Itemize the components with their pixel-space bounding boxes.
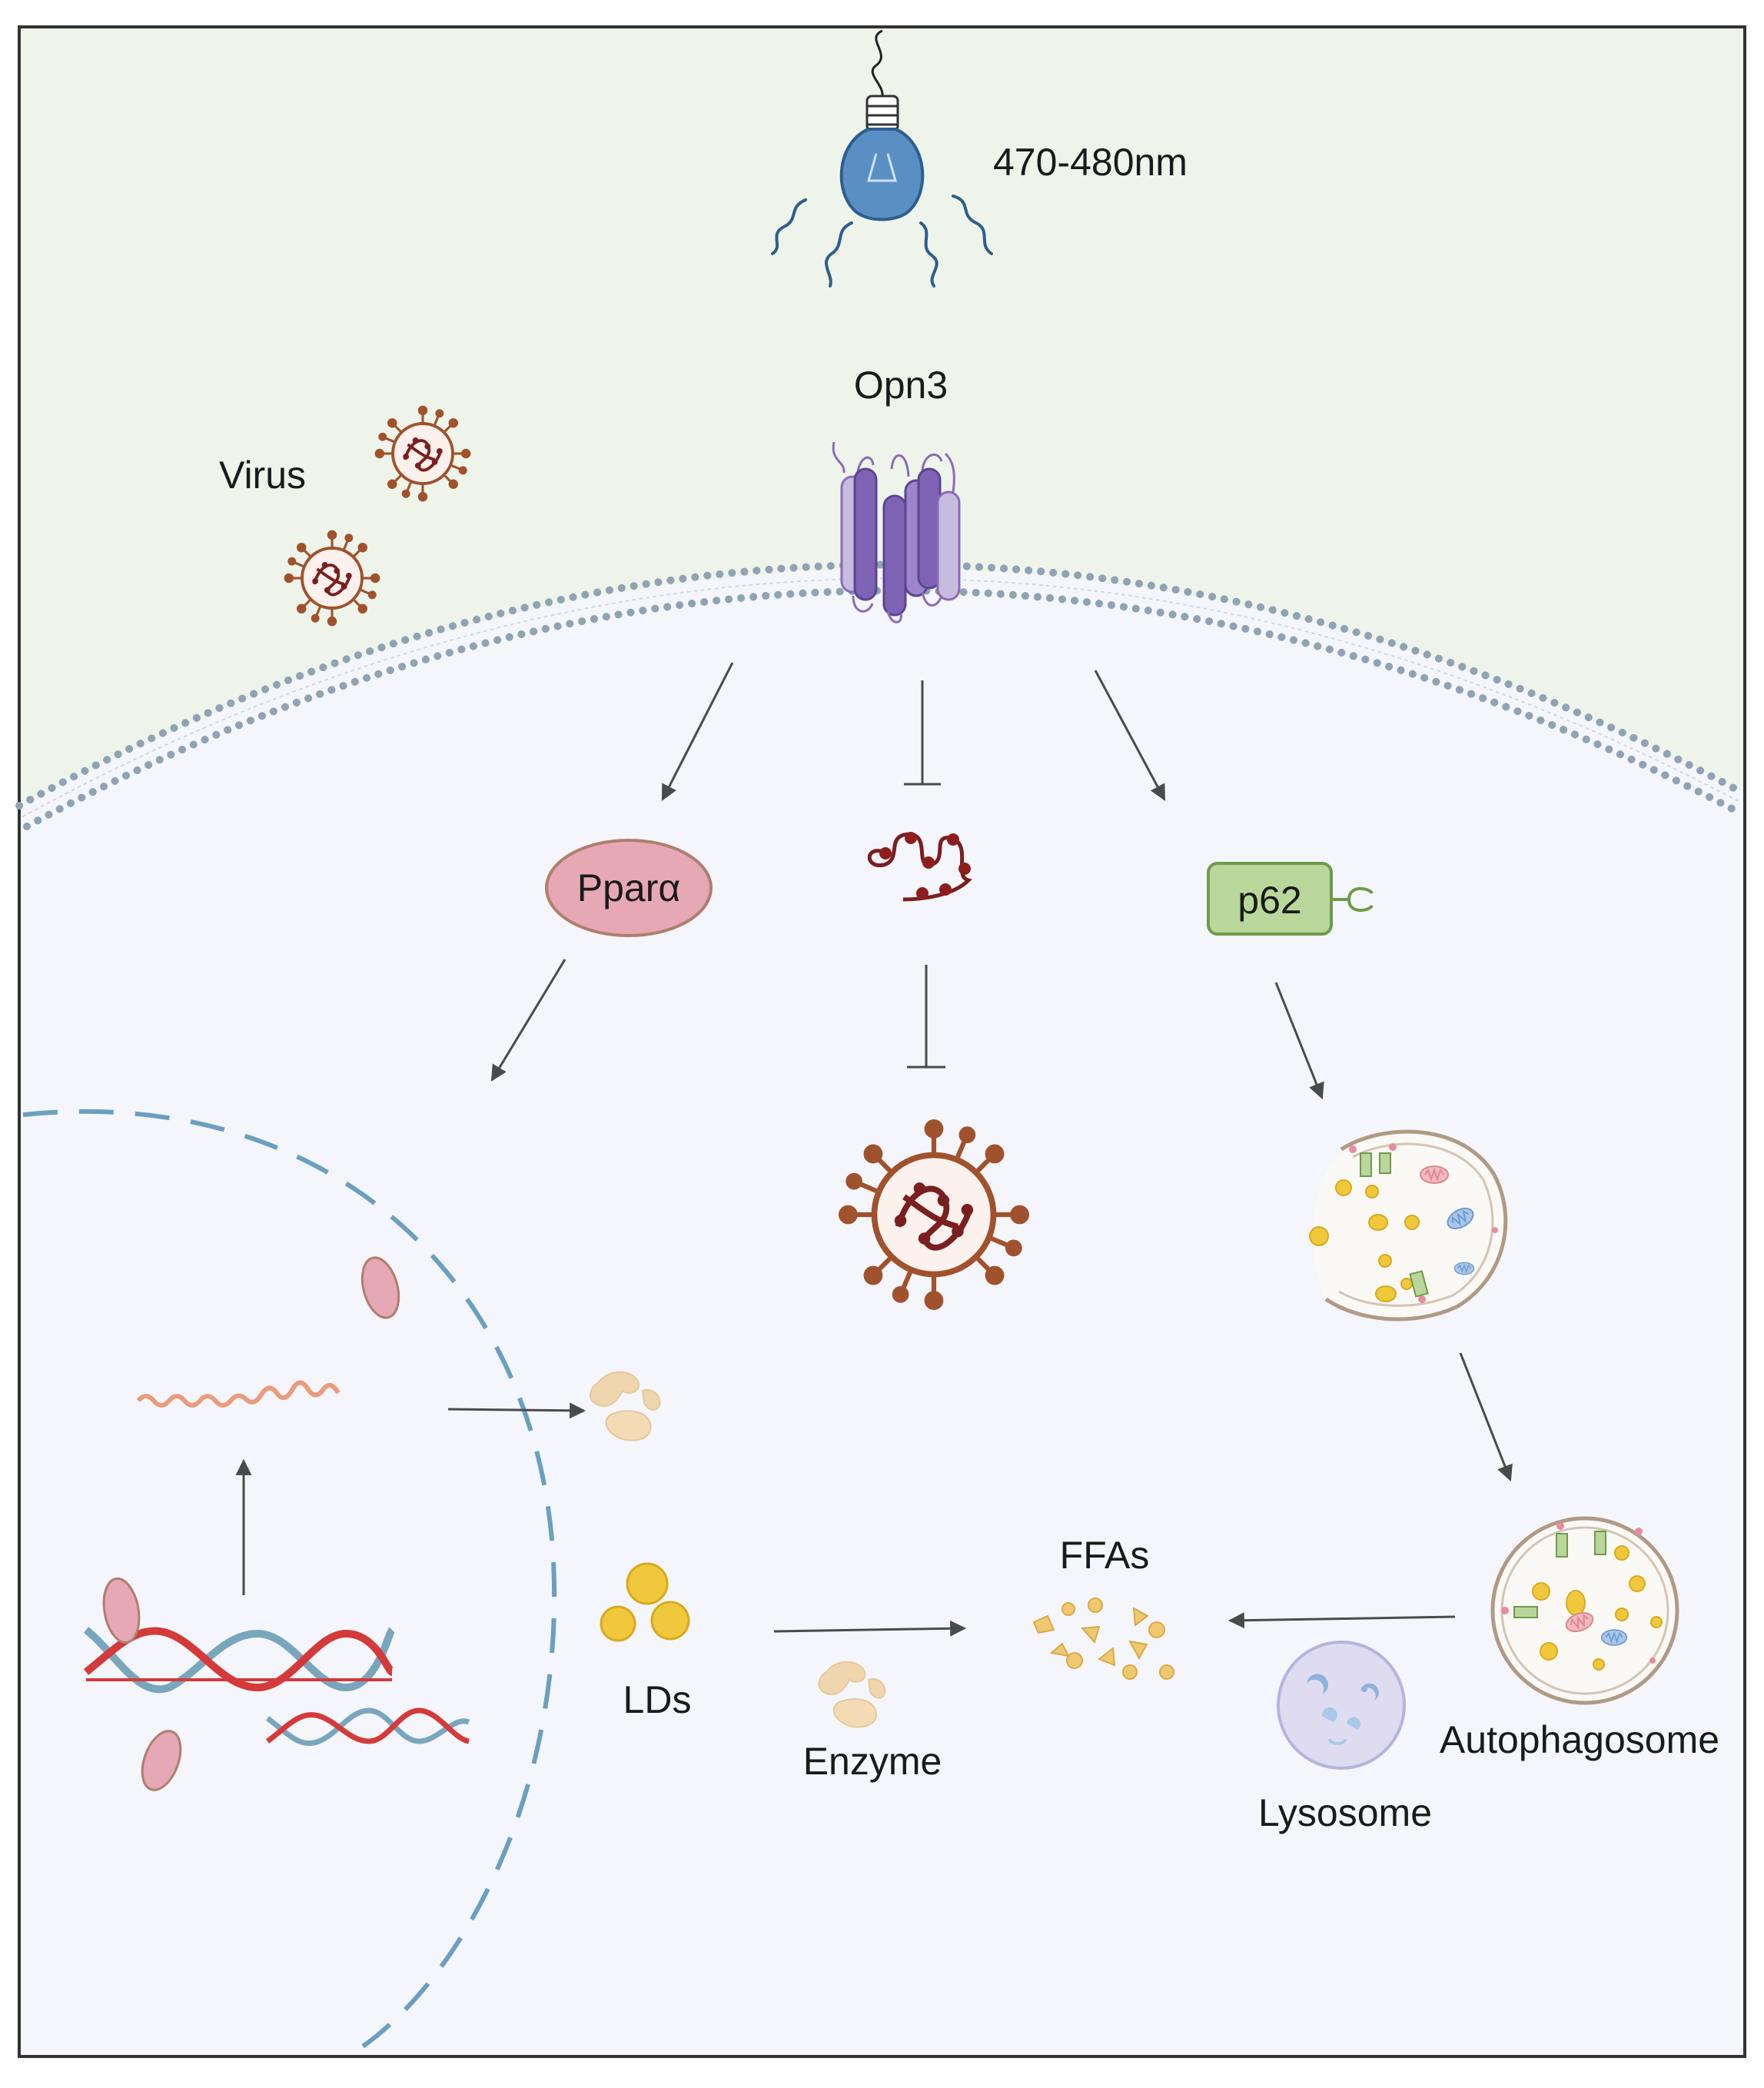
p62-node: p62 [1207, 862, 1374, 936]
phagophore-icon [1309, 1129, 1508, 1322]
virus-icon [284, 530, 380, 627]
autophagosome-label: Autophagosome [1440, 1718, 1719, 1761]
transcription-factor-icon [360, 1256, 400, 1319]
ffa-fragments [1032, 1598, 1174, 1680]
ppara-label: Pparα [577, 866, 681, 909]
arrow-lds-to-ffas [773, 1620, 967, 1637]
lysosome-label: Lysosome [1258, 1791, 1432, 1834]
light-bulb-icon [839, 29, 925, 221]
arrow-translation [447, 1402, 586, 1419]
virus-label: Virus [219, 454, 306, 497]
lds-label: LDs [623, 1678, 692, 1721]
inhibition-to-virus [907, 965, 945, 1069]
receptor-label: Opn3 [854, 364, 948, 407]
p62-label: p62 [1237, 879, 1301, 922]
dna-helix-icon [83, 1627, 396, 1694]
transcription-factor-icon [141, 1730, 182, 1791]
arrow-to-autophagosome [1459, 1352, 1513, 1481]
autophagosome-icon [1490, 1516, 1679, 1705]
arrow-to-phagophore [1274, 982, 1324, 1099]
arrow-to-nucleus [490, 959, 566, 1082]
ppara-node: Pparα [545, 839, 713, 937]
light-wave-icon [771, 195, 993, 288]
extracellular-space [21, 28, 1743, 807]
opsin-receptor-icon [832, 441, 961, 623]
inhibition-to-viral-rna [904, 680, 941, 786]
arrow-to-p62 [1094, 670, 1166, 801]
arrow-to-ppara [661, 662, 734, 801]
arrow-autophagy-to-ffas [1227, 1612, 1456, 1629]
lysosome-icon [1277, 1641, 1406, 1770]
light-wavelength-label: 470-480nm [993, 141, 1188, 184]
enzyme-label: Enzyme [803, 1740, 942, 1783]
nuclear-envelope [22, 1109, 557, 2055]
transcription-factor-icon [102, 1577, 141, 1644]
viral-rna-icon [867, 832, 972, 902]
virus-icon [841, 1122, 1027, 1308]
cell-membrane [15, 560, 1745, 830]
ffas-label: FFAs [1060, 1534, 1150, 1577]
lipid-droplet-icon [600, 1562, 690, 1642]
mrna-icon [136, 1380, 341, 1408]
dna-helix-icon [265, 1707, 470, 1747]
virus-icon [374, 405, 471, 502]
